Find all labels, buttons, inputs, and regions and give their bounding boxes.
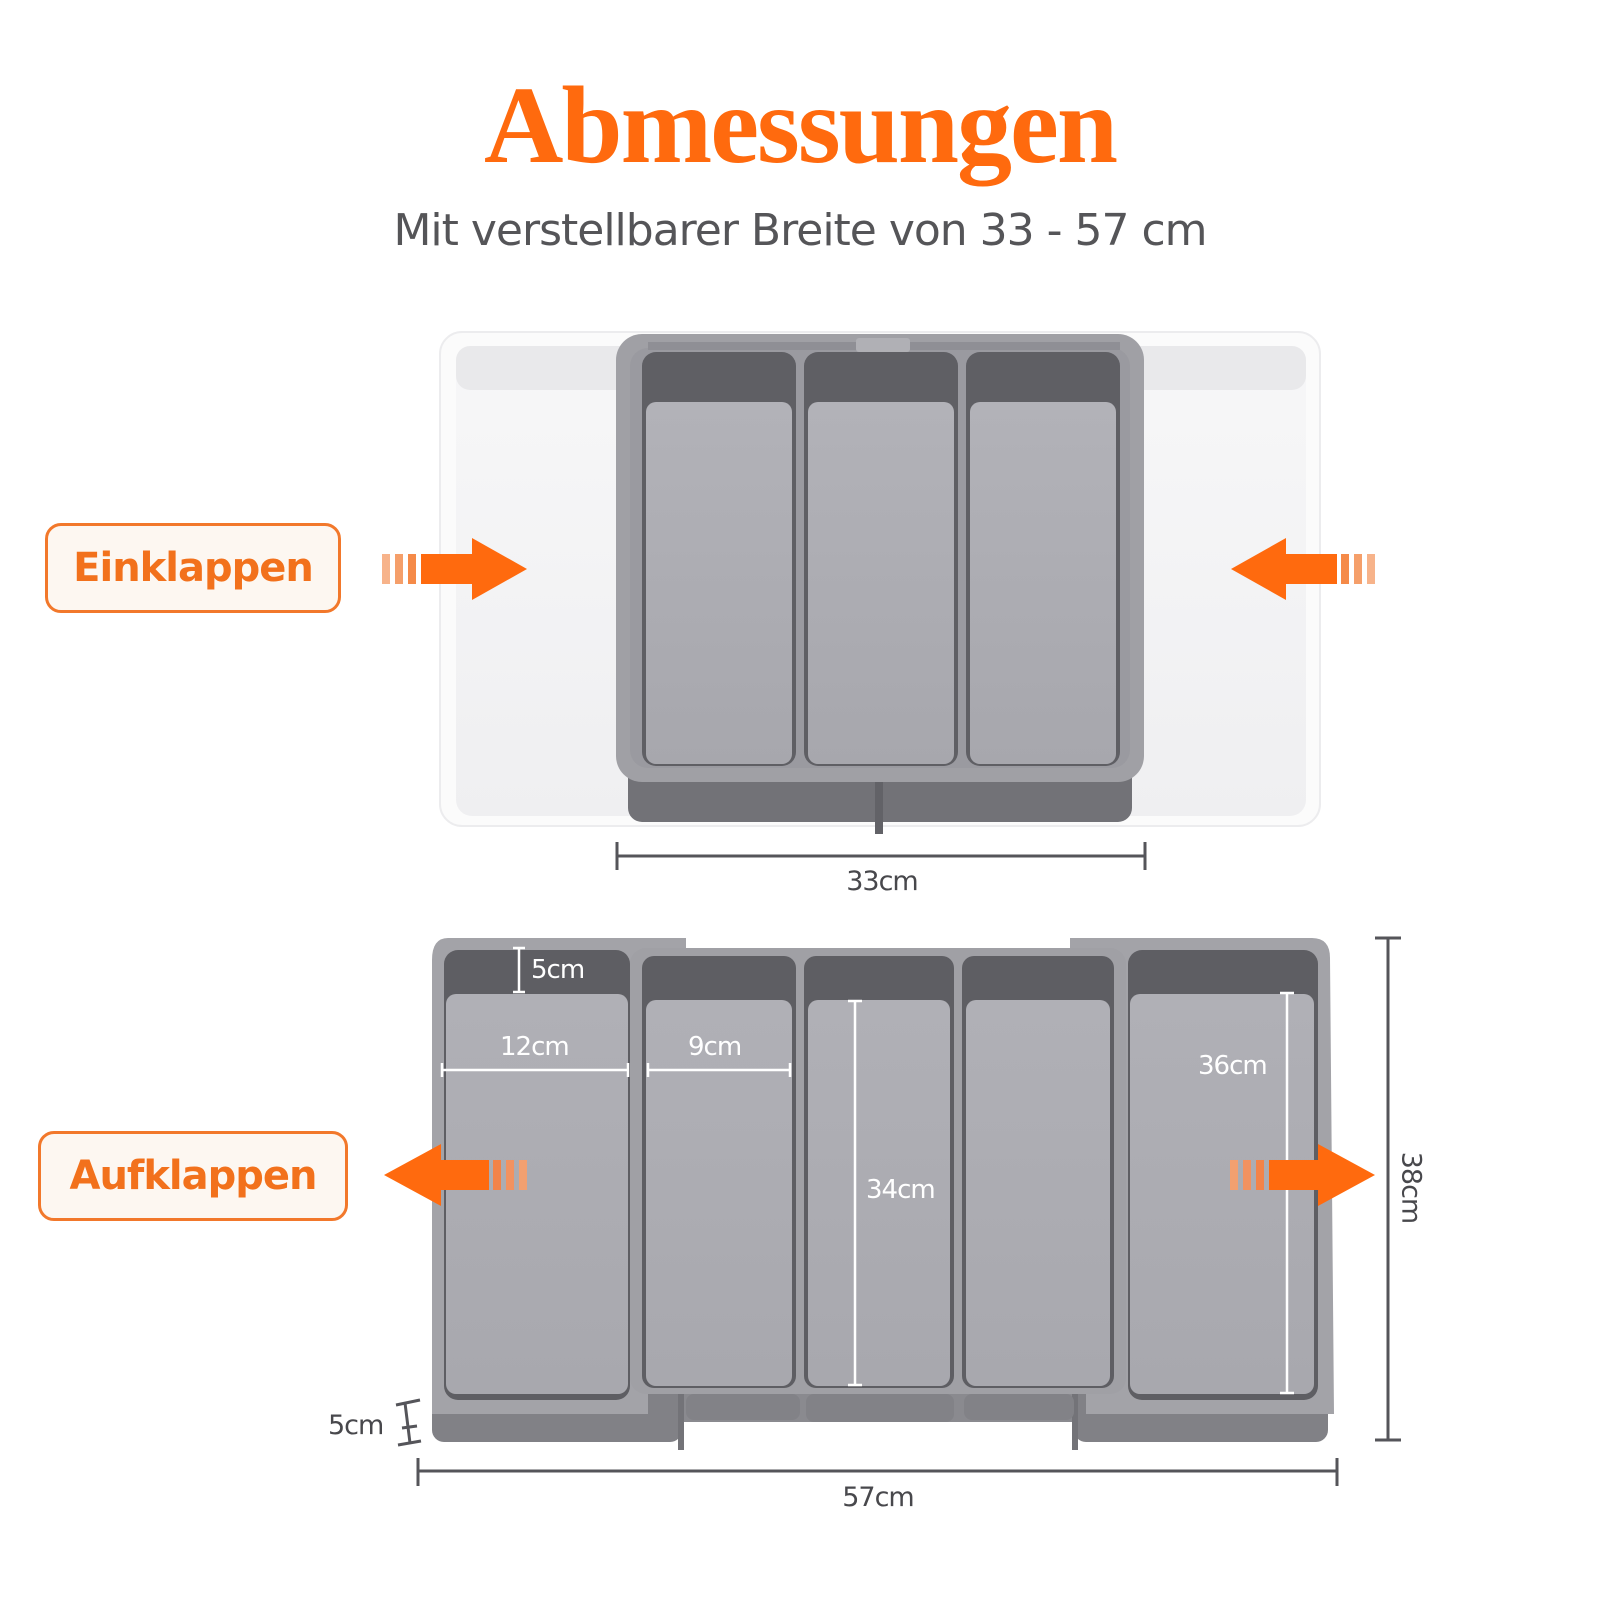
page-title: Abmessungen (483, 64, 1118, 186)
collapsed-width-label: 33cm (846, 866, 919, 897)
collapse-badge: Einklappen (45, 523, 341, 613)
middle-compartment-length-label: 34cm (866, 1175, 936, 1205)
depth-label: 38cm (1395, 1151, 1427, 1224)
page-subtitle: Mit verstellbarer Breite von 33 - 57 cm (393, 205, 1207, 256)
outer-height-label: 5cm (328, 1410, 384, 1441)
expanded-width-label: 57cm (842, 1482, 915, 1513)
middle-compartment-width-label: 9cm (688, 1032, 742, 1062)
side-compartment-width-label: 12cm (500, 1032, 570, 1062)
side-compartment-length-label: 36cm (1198, 1051, 1268, 1081)
inner-height-label: 5cm (531, 955, 585, 985)
expand-badge: Aufklappen (38, 1131, 348, 1221)
